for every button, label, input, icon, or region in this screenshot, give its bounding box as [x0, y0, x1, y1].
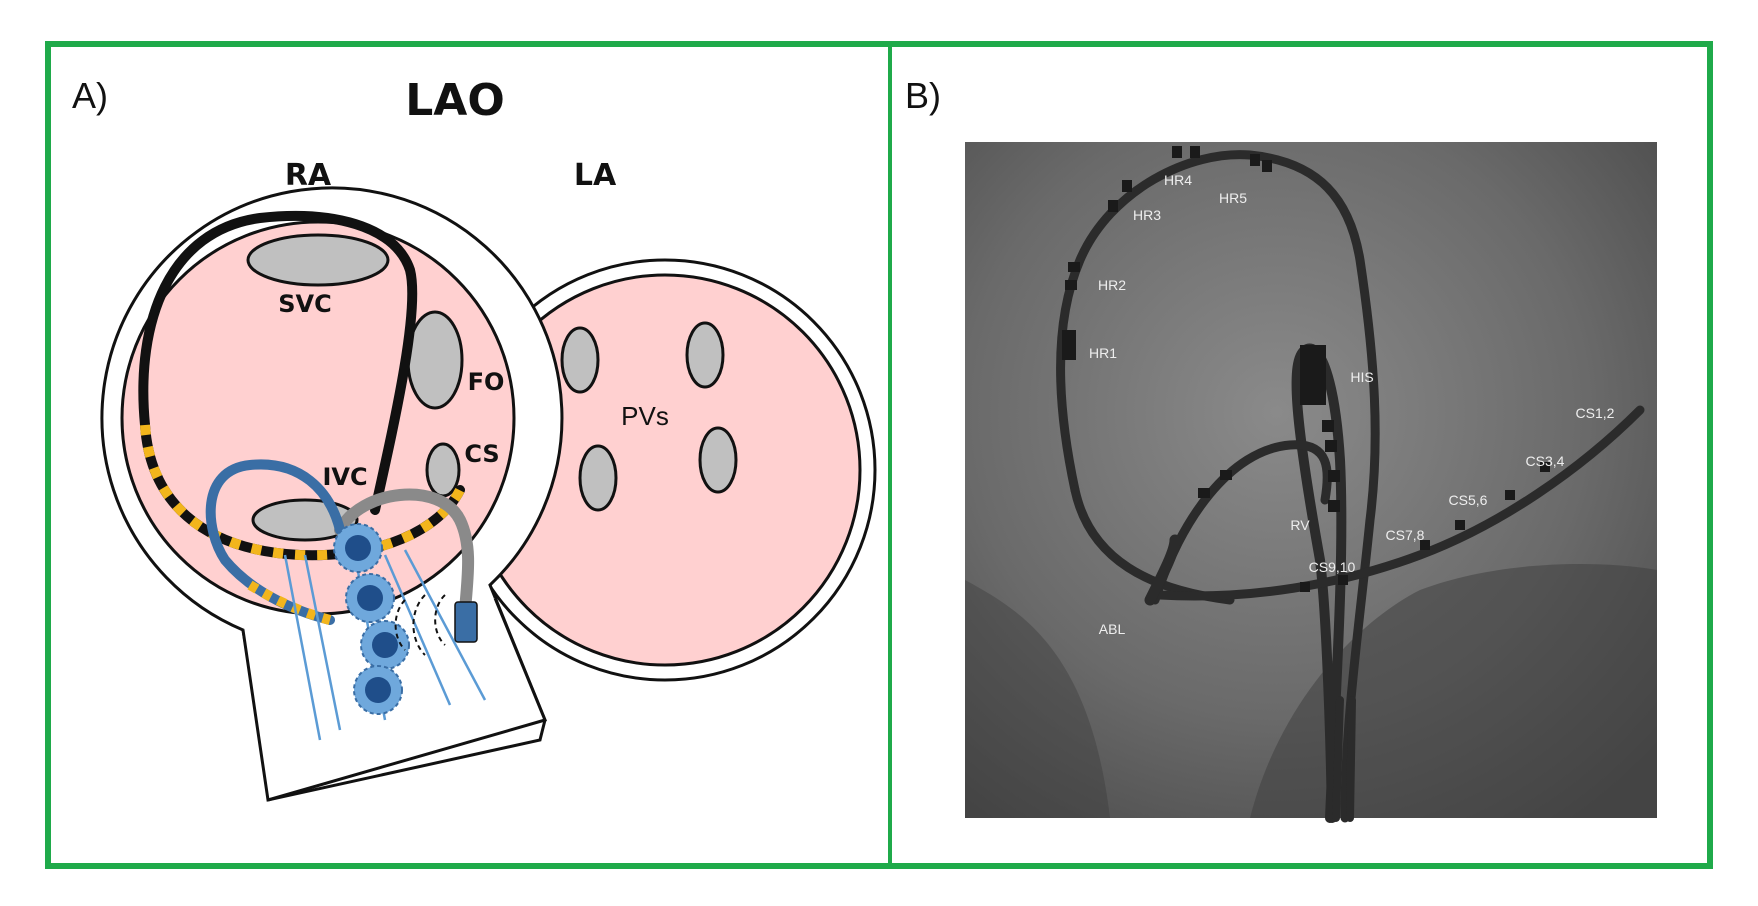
pvs-label: PVs	[621, 401, 669, 431]
lao-title: LAO	[405, 75, 505, 126]
fluoro-electrodes	[1062, 146, 1550, 592]
svc-label: SVC	[278, 290, 331, 318]
fluoro-label-cs78: CS7,8	[1386, 527, 1425, 543]
cs-ostium	[425, 442, 461, 498]
fo-structure	[406, 310, 464, 410]
fluoro-label-his: HIS	[1350, 369, 1373, 385]
ablation-lesions	[333, 523, 410, 715]
ivc-label: IVC	[322, 463, 367, 491]
fluoro-label-hr4: HR4	[1164, 172, 1192, 188]
fo-label: FO	[468, 368, 505, 396]
ivc-funnel-edge	[267, 718, 546, 802]
fluoro-label-cs12: CS1,2	[1576, 405, 1615, 421]
fluoro-label-hr5: HR5	[1219, 190, 1247, 206]
fluoro-label-hr3: HR3	[1133, 207, 1161, 223]
fluoro-label-cs56: CS5,6	[1449, 492, 1488, 508]
panel-b-label: B)	[905, 75, 941, 116]
halo-electrode-bands	[140, 424, 465, 561]
gray-catheter-tip	[454, 601, 478, 643]
fluoro-label-hr1: HR1	[1089, 345, 1117, 361]
fluoro-label-hr2: HR2	[1098, 277, 1126, 293]
pv-vessel-1	[560, 326, 600, 394]
cs-label: CS	[464, 440, 499, 468]
pv-vessel-3	[578, 444, 618, 512]
panel-a: A) LAO RA LA PVs SVC FO CS IVC	[72, 75, 877, 802]
energy-arcs	[394, 594, 446, 656]
fluoro-dark-region-2	[965, 580, 1110, 818]
outer-frame	[45, 41, 1713, 869]
svc-vessel	[246, 233, 390, 287]
fluoro-label-cs34: CS3,4	[1526, 453, 1565, 469]
gray-catheter	[334, 488, 475, 616]
la-label: LA	[574, 158, 617, 193]
pv-vessel-4	[698, 426, 738, 494]
fluoro-label-rv: RV	[1290, 517, 1310, 533]
fluoro-label-abl: ABL	[1099, 621, 1126, 637]
panel-b: B)	[905, 75, 1657, 823]
fluoro-label-cs910: CS9,10	[1309, 559, 1356, 575]
halo-catheter	[138, 211, 418, 515]
pv-vessel-2	[685, 321, 725, 389]
panel-a-label: A)	[72, 75, 108, 116]
